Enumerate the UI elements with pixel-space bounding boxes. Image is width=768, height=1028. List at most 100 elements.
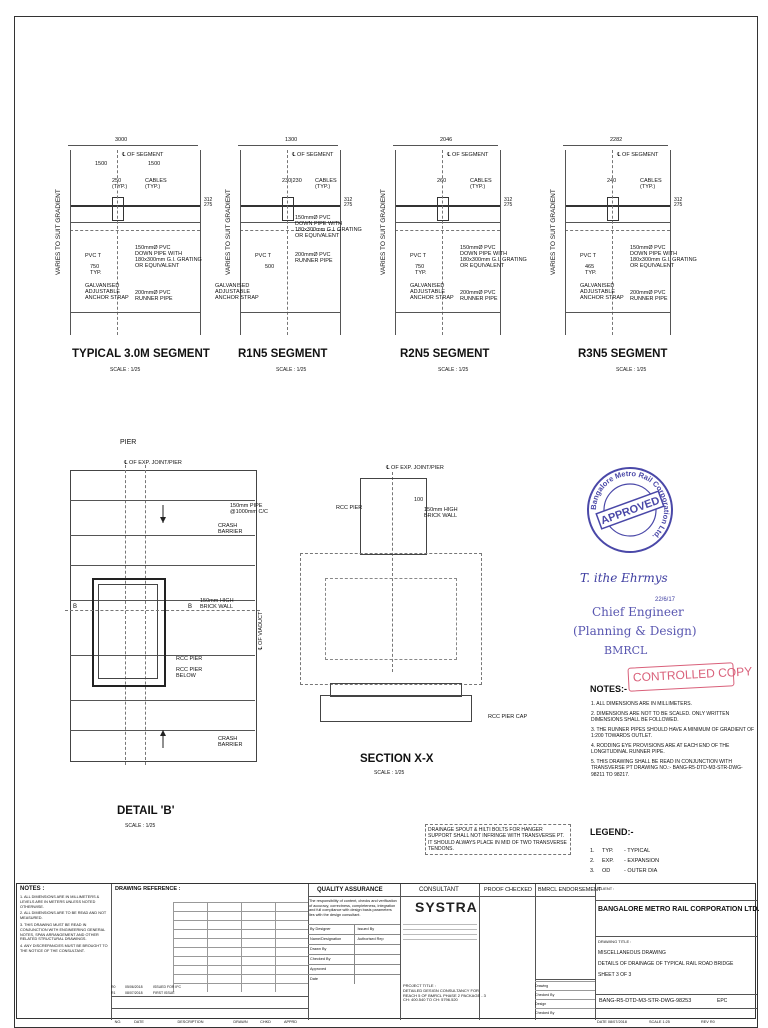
pvc-down-pipe-label: 150mmØ PVC DOWN PIPE WITH 180x300mm G.I.… bbox=[135, 245, 202, 269]
pvc-t-label: PVC T bbox=[580, 253, 597, 259]
ref-grid-col bbox=[173, 902, 174, 992]
qa-cell-right bbox=[354, 965, 400, 974]
qa-cell-right bbox=[354, 955, 400, 964]
section-brick-label: 150mm HIGH BRICK WALL bbox=[424, 507, 458, 519]
rcc-pier-below-label: RCC PIER BELOW bbox=[176, 667, 203, 679]
section-xx-title: SECTION X-X bbox=[360, 753, 434, 765]
legend-abbr: TYP. bbox=[602, 848, 614, 854]
segment-title: R1N5 SEGMENT bbox=[238, 348, 328, 360]
qa-row: Approved bbox=[308, 964, 400, 974]
segment-title: TYPICAL 3.0M SEGMENT bbox=[72, 348, 210, 360]
ref-grid-line bbox=[173, 947, 308, 948]
segment-right-edge bbox=[500, 150, 501, 335]
segment-centerline: ℄ OF SEGMENT bbox=[292, 152, 334, 158]
revision-header-cell: CHKD bbox=[260, 1020, 271, 1024]
cables-label: CABLES (TYP.) bbox=[145, 178, 167, 190]
qa-cell-right: Authorised Rep bbox=[354, 935, 400, 944]
revision-header-cell: APPRD bbox=[283, 1020, 298, 1024]
typ-label: (TYP.) bbox=[112, 184, 128, 190]
galvanised-strap-label: GALVANISED ADJUSTABLE ANCHOR STRAP bbox=[215, 283, 259, 301]
drawing-title-line: MISCELLANEOUS DRAWING bbox=[598, 950, 666, 956]
sheet-meta-cell: DATE 08/07/2018 bbox=[597, 1020, 627, 1024]
segment-left-edge bbox=[395, 150, 396, 335]
segment-scale: SCALE : 1/25 bbox=[438, 367, 469, 373]
title-block: NOTES : 1. ALL DIMENSIONS ARE IN MILLIME… bbox=[16, 883, 759, 1024]
galvanised-strap-label: GALVANISED ADJUSTABLE ANCHOR STRAP bbox=[85, 283, 129, 301]
systra-logo: SYSTRA bbox=[415, 899, 478, 915]
runner-line bbox=[565, 230, 670, 231]
pipe-label: 150mm PIPE @1000mm C/C bbox=[230, 503, 268, 515]
ref-grid-col bbox=[241, 902, 242, 992]
section-xx-scale: SCALE : 1/25 bbox=[374, 770, 405, 776]
segment-cl-line bbox=[442, 150, 443, 335]
section-dim: 100 bbox=[414, 497, 424, 503]
brick-wall-label: 150mm HIGH BRICK WALL bbox=[200, 598, 234, 610]
note-item-4: 4. RODDING EYE PROVISIONS ARE AT EACH EN… bbox=[591, 742, 730, 756]
dcd-row: Checked By bbox=[535, 1008, 595, 1017]
legend-item-3: 3.OD- OUTER DIA bbox=[590, 866, 710, 876]
legend-desc: - EXPANSION bbox=[624, 858, 660, 864]
legend-abbr: EXP. bbox=[602, 858, 614, 864]
approved-seal-icon: Bangalore Metro Rail Corporation Ltd. AP… bbox=[587, 467, 673, 553]
segment-dim-top: 3000 bbox=[115, 137, 128, 143]
dim-line bbox=[68, 145, 198, 146]
ref-grid-line bbox=[173, 965, 308, 966]
dim-half-right: 1500 bbox=[148, 161, 161, 167]
cables-label: CABLES (TYP.) bbox=[640, 178, 662, 190]
runner-line bbox=[395, 230, 500, 231]
deck-soffit bbox=[70, 222, 200, 223]
dim-cable: 240 bbox=[607, 178, 617, 184]
dim-low: 465 TYP. bbox=[585, 264, 597, 276]
cl-exp-joint-label: ℄ OF EXP. JOINT/PIER bbox=[124, 460, 182, 466]
deck-soffit bbox=[240, 222, 340, 223]
segment-left-edge bbox=[70, 150, 71, 335]
gradient-label: VARIES TO SUIT GRADIENT bbox=[380, 189, 387, 275]
drawing-number: BANG-R5-DTD-M3-STR-DWG-98253 bbox=[599, 998, 692, 1004]
dim-line bbox=[393, 145, 498, 146]
revision-header-cell: NO. bbox=[114, 1020, 122, 1024]
ref-grid-line bbox=[173, 902, 308, 903]
segment-dim-top: 2282 bbox=[610, 137, 623, 143]
revision-desc: ISSUED FOR IFC bbox=[153, 985, 182, 989]
drawing-reference: DRAWING REFERENCE : bbox=[115, 886, 181, 892]
dim-line bbox=[563, 145, 668, 146]
pvc-t-label: PVC T bbox=[85, 253, 102, 259]
pier-cap bbox=[320, 695, 472, 722]
client-label: CLIENT : bbox=[598, 886, 615, 891]
ref-grid-line bbox=[173, 956, 308, 957]
pvc-t-label: PVC T bbox=[255, 253, 272, 259]
crash-barrier-label: CRASH BARRIER bbox=[218, 523, 243, 535]
segment-centerline: ℄ OF SEGMENT bbox=[122, 152, 164, 158]
detail-b-title: DETAIL 'B' bbox=[117, 805, 175, 817]
viaduct-centerline-label: ℄ OF VIADUCT bbox=[258, 611, 264, 650]
detail-b-outline bbox=[70, 470, 257, 762]
arrow-up-icon bbox=[160, 730, 166, 748]
segment-right-edge bbox=[670, 150, 671, 335]
rcc-pier-box bbox=[92, 578, 166, 687]
segment-dim-top: 1300 bbox=[285, 137, 298, 143]
stamp-org: BMRCL bbox=[604, 644, 648, 657]
pvc-t-label: PVC T bbox=[410, 253, 427, 259]
dim-low: 750 TYP. bbox=[90, 264, 102, 276]
pvc-runner-pipe-label: 200mmØ PVC RUNNER PIPE bbox=[630, 290, 668, 302]
proof-checked: PROOF CHECKED bbox=[484, 887, 532, 893]
dim-slope: 312 275 bbox=[204, 197, 213, 208]
note-item-5: 5. THIS DRAWING SHALL BE READ IN CONJUNC… bbox=[591, 758, 743, 778]
revision-header-cell: DATE bbox=[134, 1020, 144, 1024]
tb-notes-list: 1. ALL DIMENSIONS ARE IN MILLIMETERS & L… bbox=[20, 895, 108, 956]
arrow-down-icon bbox=[160, 505, 166, 523]
revision-header-cell: DESCRIPTION bbox=[177, 1020, 204, 1024]
rcc-pier-label: RCC PIER bbox=[176, 656, 203, 662]
galvanised-strap-label: GALVANISED ADJUSTABLE ANCHOR STRAP bbox=[580, 283, 624, 301]
pvc-runner-pipe-label: 200mmØ PVC RUNNER PIPE bbox=[295, 252, 333, 264]
revision-no: R0 bbox=[111, 985, 116, 989]
revision-desc: FIRST ISSUE bbox=[153, 991, 175, 995]
signature: T. ithe Ehrmys bbox=[580, 571, 668, 585]
dim-slope: 312 275 bbox=[344, 197, 353, 208]
revision-no: R1 bbox=[111, 991, 116, 995]
designation-2: (Planning & Design) bbox=[573, 624, 697, 638]
dcd-row: Drawing bbox=[535, 981, 595, 990]
